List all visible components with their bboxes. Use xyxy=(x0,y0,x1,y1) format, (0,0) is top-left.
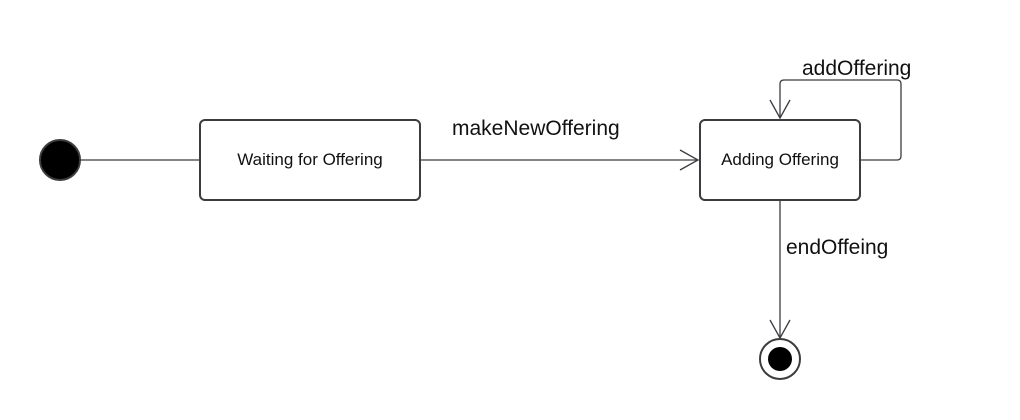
state-waiting-for-offering: Waiting for Offering xyxy=(199,119,421,201)
final-state-inner-dot xyxy=(768,347,792,371)
initial-state-node xyxy=(39,139,81,181)
state-adding-offering-label: Adding Offering xyxy=(721,150,839,169)
transition-end-offering-label: endOffeing xyxy=(786,236,889,259)
transition-make-new-offering-label: makeNewOffering xyxy=(452,117,620,140)
transition-add-offering-arrowhead xyxy=(769,99,791,120)
transition-add-offering-label: addOffering xyxy=(802,57,912,80)
transition-make-new-offering-arrowhead xyxy=(679,149,700,171)
state-adding-offering: Adding Offering xyxy=(699,119,861,201)
transition-add-offering-loop xyxy=(779,79,902,161)
state-waiting-for-offering-label: Waiting for Offering xyxy=(237,150,383,169)
